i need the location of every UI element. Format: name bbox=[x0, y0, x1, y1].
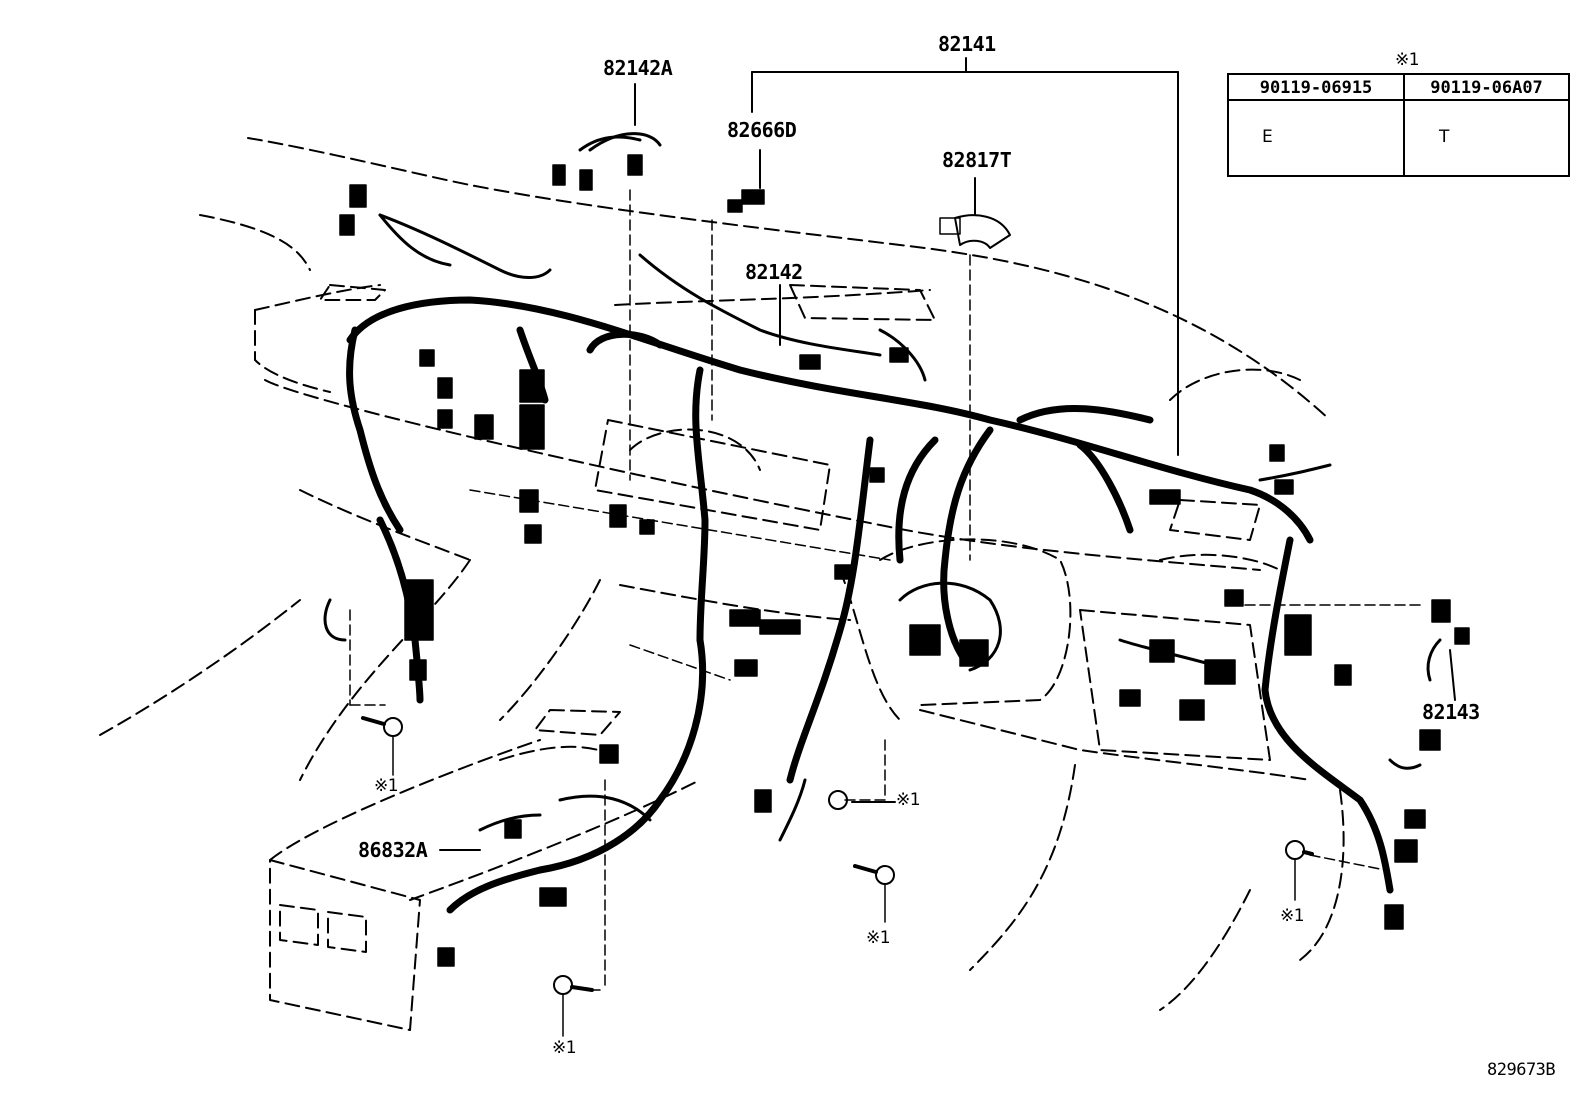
note-mark-right-bolt: ※1 bbox=[1280, 906, 1305, 926]
label-82666d: 82666D bbox=[727, 118, 797, 142]
note-mark-table: ※1 bbox=[1395, 50, 1420, 70]
fastener-col1-part: 90119-06915 bbox=[1229, 75, 1403, 101]
dashed-leader-lines bbox=[349, 189, 1426, 991]
note-mark-center-bolt: ※1 bbox=[896, 790, 921, 810]
label-82142: 82142 bbox=[745, 260, 803, 284]
connectors bbox=[339, 154, 1470, 967]
protector-82817t bbox=[954, 214, 1011, 249]
bolts bbox=[361, 716, 1314, 1037]
label-82143: 82143 bbox=[1422, 700, 1480, 724]
note-mark-console-bolt: ※1 bbox=[552, 1038, 577, 1058]
note-mark-left-bolt: ※1 bbox=[374, 776, 399, 796]
label-82142a: 82142A bbox=[603, 56, 673, 80]
label-82817t: 82817T bbox=[942, 148, 1012, 172]
fastener-col2-part: 90119-06A07 bbox=[1405, 75, 1568, 101]
callout-bracket-82141 bbox=[751, 57, 1179, 456]
bolt-left bbox=[361, 716, 403, 737]
drawing-number: 829673B bbox=[1487, 1060, 1556, 1080]
fastener-e-symbol: E bbox=[1262, 127, 1273, 147]
dashboard-outline bbox=[99, 137, 1345, 1031]
bolt-right bbox=[1285, 840, 1314, 860]
fastener-t-symbol: T bbox=[1439, 127, 1449, 147]
label-86832a: 86832A bbox=[358, 838, 428, 862]
leader-lines bbox=[439, 83, 1456, 851]
harness-wires bbox=[323, 132, 1442, 842]
label-82141: 82141 bbox=[938, 32, 996, 56]
bolt-lower-center bbox=[853, 864, 895, 885]
fastener-table: 90119-06915 90119-06A07 bbox=[1227, 73, 1570, 177]
fastener-table-divider bbox=[1403, 75, 1405, 175]
bolt-console bbox=[553, 975, 594, 995]
note-mark-lower-bolt: ※1 bbox=[866, 928, 891, 948]
bolt-center bbox=[828, 790, 896, 810]
